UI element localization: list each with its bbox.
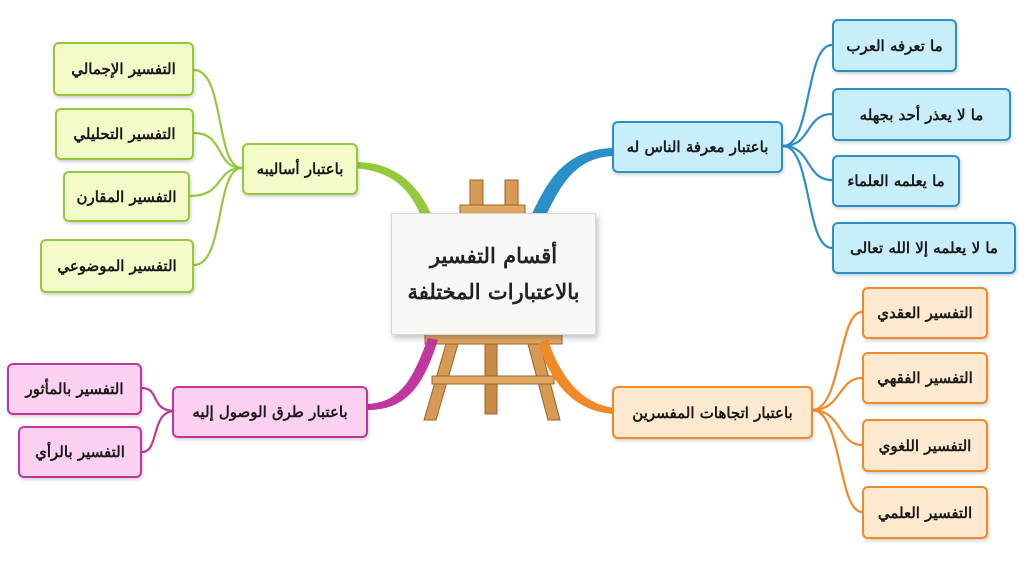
trends-child-3[interactable]: التفسير اللغوي: [862, 419, 988, 472]
branch-connector-trends: [538, 340, 615, 414]
branch-access[interactable]: باعتبار طرق الوصول إليه: [172, 386, 368, 438]
knowledge-child-3[interactable]: ما يعلمه العلماء: [832, 155, 960, 207]
knowledge-child-1[interactable]: ما تعرفه العرب: [832, 19, 957, 72]
central-topic-line-1: أقسام التفسير: [429, 243, 558, 269]
styles-child-3[interactable]: التفسير المقارن: [63, 171, 190, 222]
branch-styles[interactable]: باعتبار أساليبه: [242, 143, 358, 195]
branch-connector-styles: [355, 162, 432, 218]
trends-child-4[interactable]: التفسير العلمي: [862, 486, 988, 539]
access-child-connectors: [140, 386, 177, 454]
knowledge-child-connectors: [781, 43, 834, 250]
access-child-2[interactable]: التفسير بالرأي: [18, 426, 142, 478]
styles-child-2[interactable]: التفسير التحليلي: [55, 108, 194, 160]
knowledge-child-2[interactable]: ما لا يعذر أحد بجهله: [832, 88, 1011, 141]
trends-child-1[interactable]: التفسير العقدي: [862, 287, 988, 339]
trends-child-2[interactable]: التفسير الفقهي: [862, 352, 988, 404]
branch-knowledge[interactable]: باعتبار معرفة الناس له: [612, 121, 783, 173]
easel-icon: [423, 179, 563, 421]
styles-child-connectors: [188, 68, 244, 267]
central-topic[interactable]: أقسام التفسير بالاعتبارات المختلفة: [391, 213, 596, 335]
branch-connector-access: [368, 338, 438, 410]
knowledge-child-4[interactable]: ما لا يعلمه إلا الله تعالى: [832, 222, 1016, 274]
styles-child-1[interactable]: التفسير الإجمالي: [53, 42, 194, 96]
central-topic-line-2: بالاعتبارات المختلفة: [407, 279, 580, 304]
styles-child-4[interactable]: التفسير الموضوعي: [40, 239, 194, 293]
access-child-1[interactable]: التفسير بالمأثور: [7, 363, 142, 415]
trends-child-connectors: [810, 310, 864, 514]
branch-trends[interactable]: باعتبار اتجاهات المفسرين: [612, 386, 813, 439]
branch-connector-knowledge: [532, 148, 612, 218]
